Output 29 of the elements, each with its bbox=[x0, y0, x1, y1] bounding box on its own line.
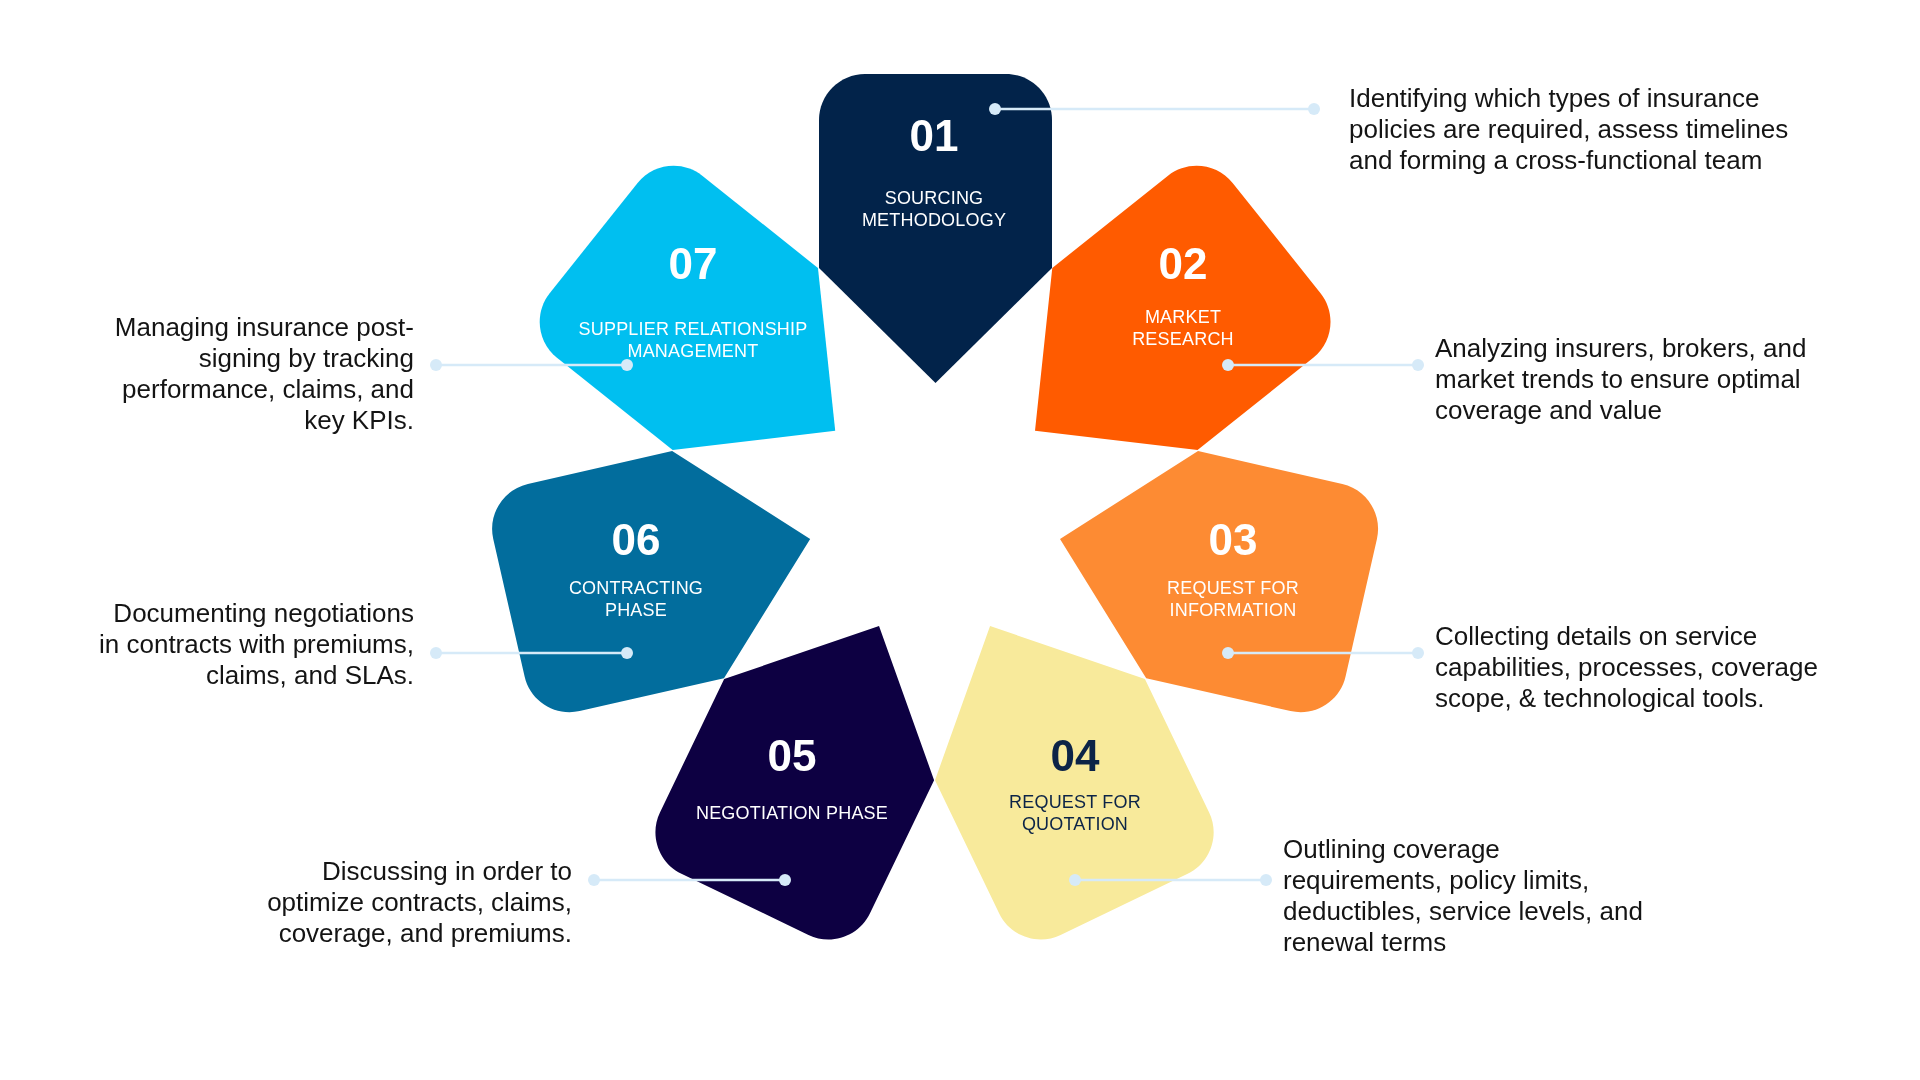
step-title: SOURCING METHODOLOGY bbox=[860, 187, 1008, 231]
step-number: 01 bbox=[909, 114, 959, 158]
leader-line bbox=[430, 647, 633, 659]
pentagon-petal bbox=[818, 74, 1052, 383]
step-title: SUPPLIER RELATIONSHIP MANAGEMENT bbox=[577, 318, 809, 362]
leader-line bbox=[1222, 647, 1424, 659]
step-number: 04 bbox=[1050, 734, 1100, 778]
step-number: 03 bbox=[1208, 518, 1258, 562]
description-text: Analyzing insurers, brokers, and market trends to ensure optimal coverage and value bbox=[1435, 333, 1840, 426]
step-title: REQUEST FOR INFORMATION bbox=[1166, 577, 1300, 621]
description-text: Discussing in order to optimize contracts, claims, coverage, and premiums. bbox=[250, 856, 572, 949]
step-title: CONTRACTING PHASE bbox=[567, 577, 705, 621]
leader-line bbox=[588, 874, 791, 886]
step-number: 07 bbox=[668, 242, 718, 286]
description-text: Managing insurance post-signing by tracking performance, claims, and key KPIs. bbox=[102, 312, 414, 436]
step-title: MARKET RESEARCH bbox=[1131, 306, 1235, 350]
leader-line bbox=[989, 103, 1320, 115]
description-text: Outlining coverage requirements, policy limits, deductibles, service levels, and renewal terms bbox=[1283, 834, 1648, 958]
leader-line bbox=[1069, 874, 1272, 886]
description-text: Collecting details on service capabilities, processes, coverage scope, & technological tools. bbox=[1435, 621, 1840, 714]
step-number: 06 bbox=[611, 518, 661, 562]
description-text: Documenting negotiations in contracts with premiums, claims, and SLAs. bbox=[99, 598, 414, 691]
leader-line bbox=[1222, 359, 1424, 371]
description-text: Identifying which types of insurance policies are required, assess timelines and forming a cross-functional team bbox=[1349, 83, 1814, 176]
step-title: REQUEST FOR QUOTATION bbox=[1008, 791, 1142, 835]
step-number: 05 bbox=[767, 734, 817, 778]
step-title: NEGOTIATION PHASE bbox=[695, 802, 889, 824]
leader-line bbox=[430, 359, 633, 371]
step-number: 02 bbox=[1158, 242, 1208, 286]
